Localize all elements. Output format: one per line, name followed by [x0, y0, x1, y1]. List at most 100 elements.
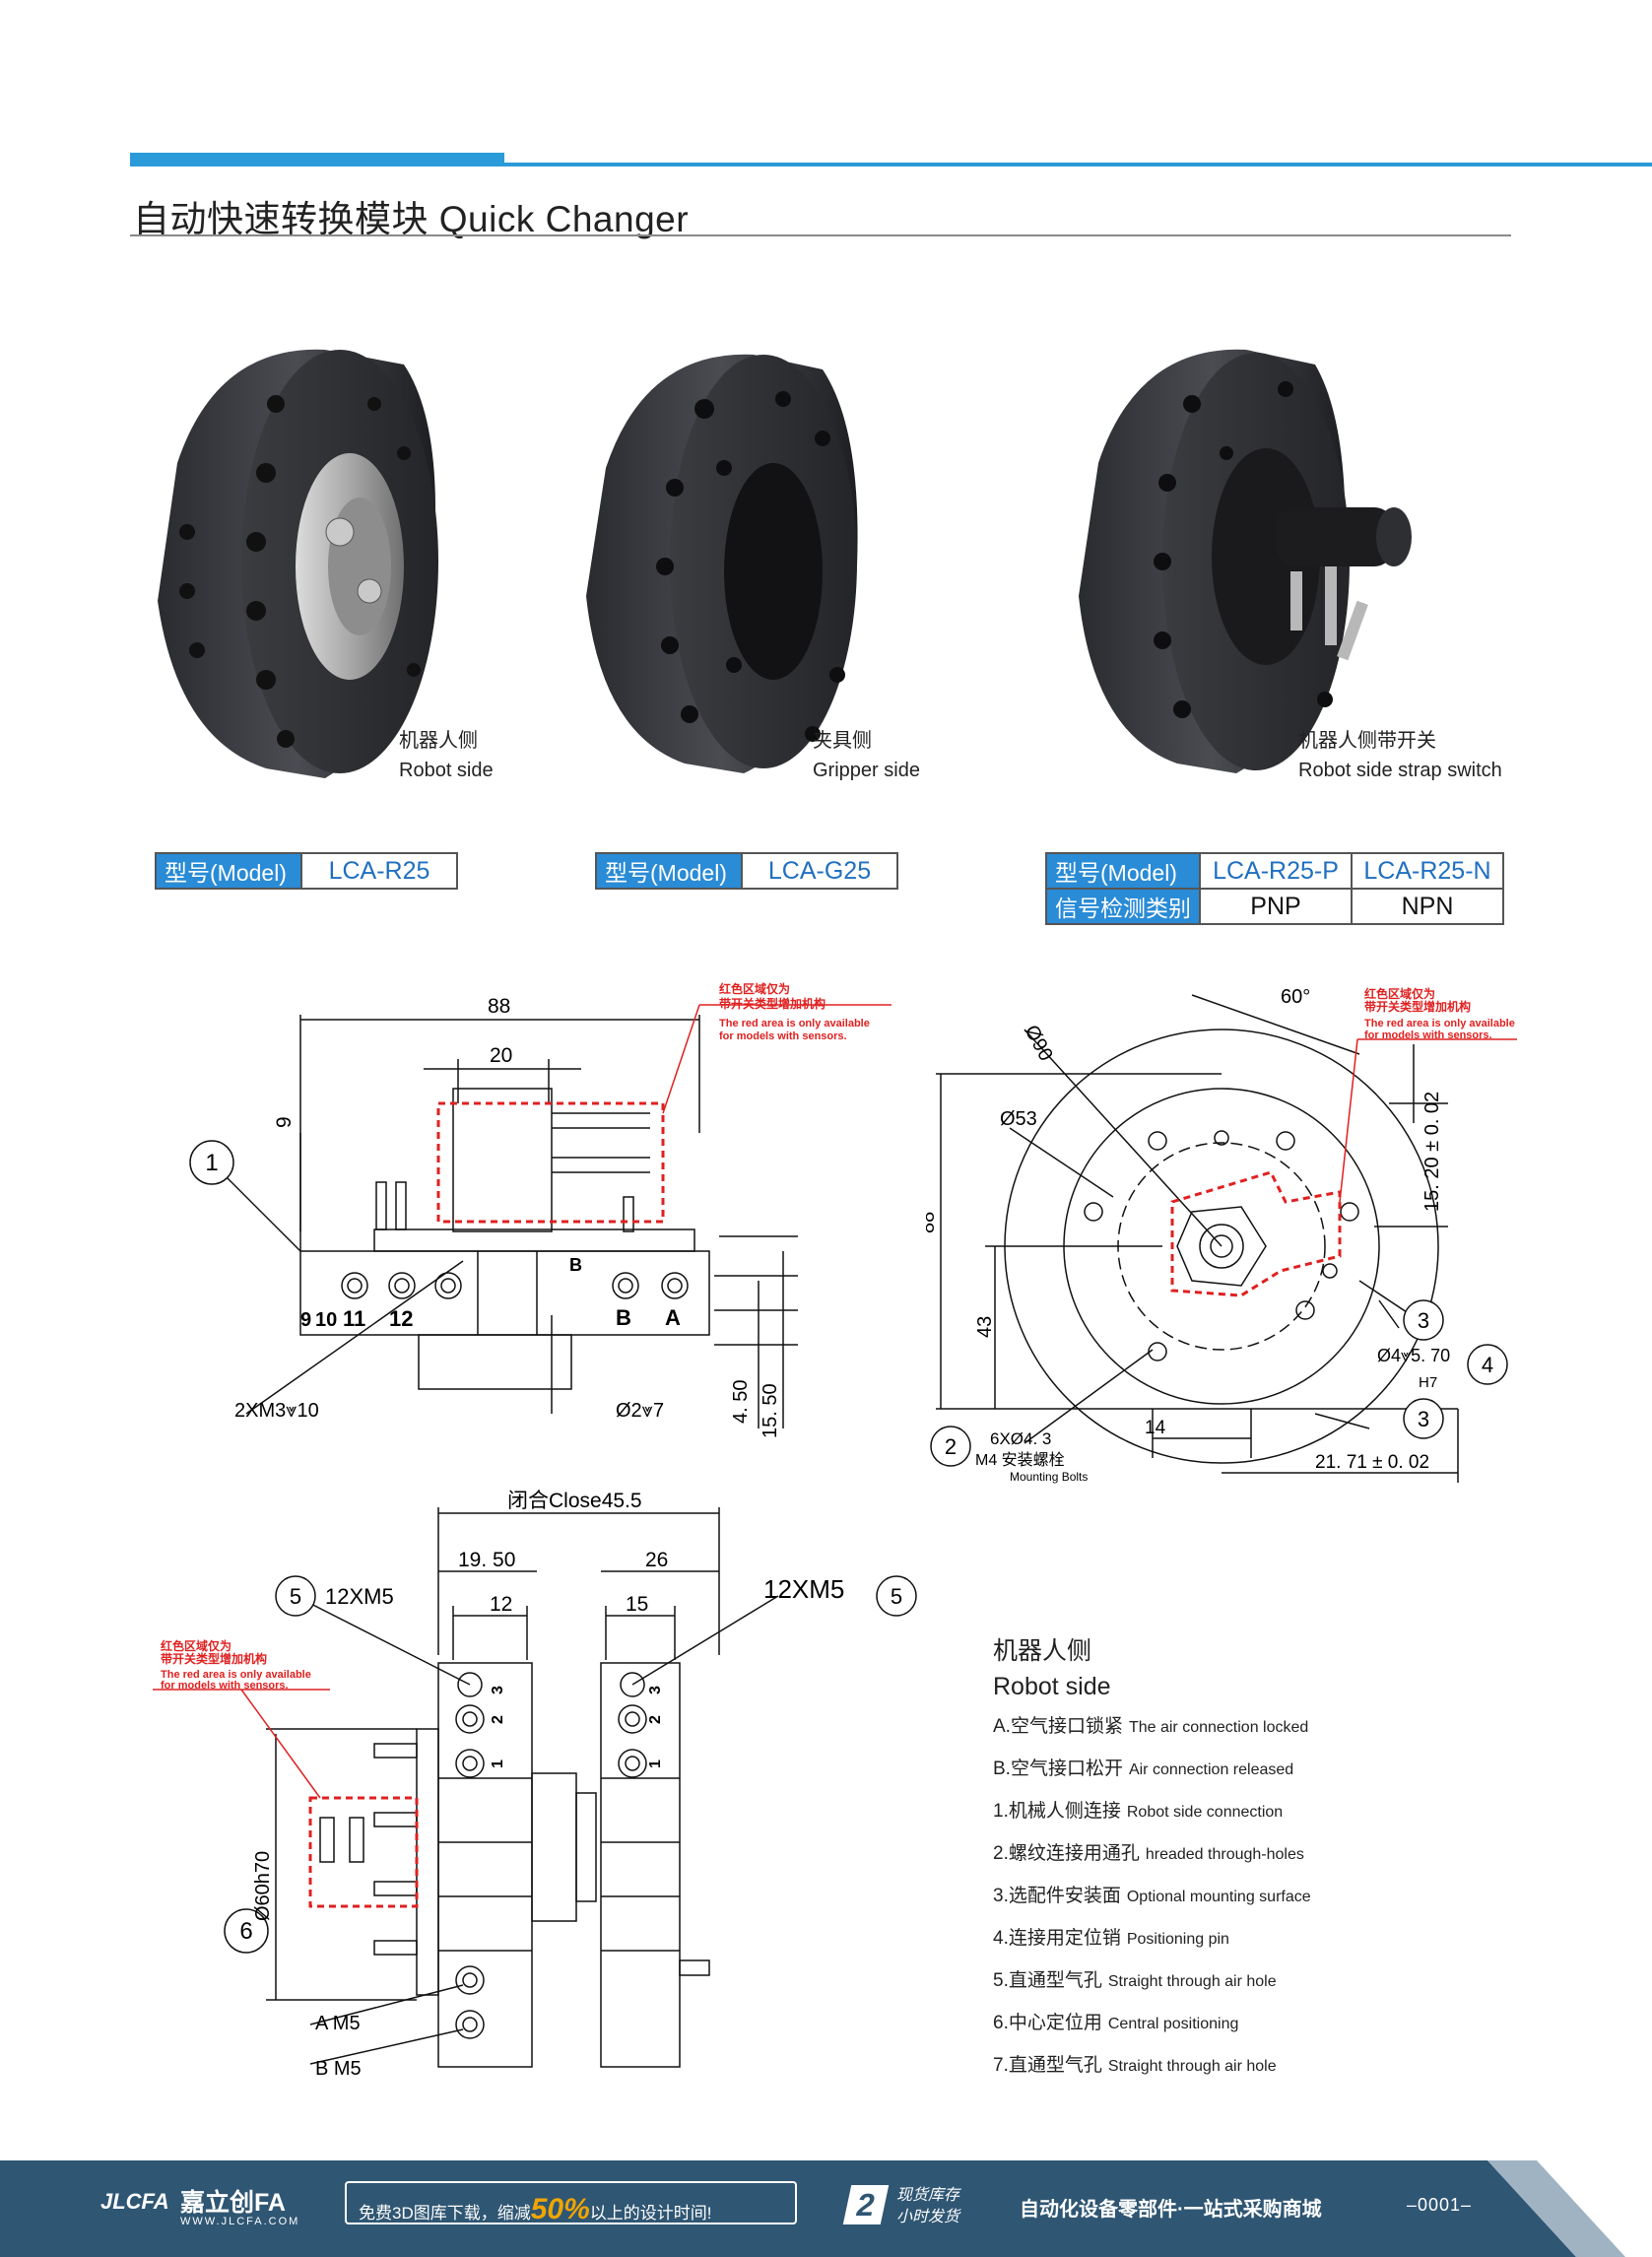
- front-view-drawing: 闭合Close45.5 19. 50 26 12 15 12XM5 12XM5 …: [153, 1490, 917, 2080]
- footer-url: WWW.JLCFA.COM: [180, 2216, 300, 2227]
- port-3: 3: [490, 1686, 506, 1694]
- model-table-r25-switch: 型号(Model) LCA-R25-P LCA-R25-N 信号检测类别 PNP…: [1045, 852, 1504, 925]
- header-accent-bar: [130, 153, 1652, 166]
- dim-9: 9: [273, 1116, 296, 1128]
- callout-3b: 3: [1418, 1407, 1429, 1431]
- signal-value-pnp: PNP: [1199, 888, 1353, 925]
- gripper-side-caption-cn: 夹具侧: [813, 730, 872, 752]
- red-note-en-1: The red area is only available: [161, 1669, 311, 1681]
- dim-20: 20: [490, 1044, 512, 1067]
- robot-switch-caption-cn: 机器人侧带开关: [1298, 730, 1436, 752]
- dim-h7: H7: [1419, 1374, 1437, 1391]
- page-number: –0001–: [1407, 2195, 1473, 2215]
- dim-14: 14: [1145, 1418, 1166, 1438]
- port-12: 12: [389, 1306, 413, 1331]
- dim-phi4: Ø4⩔5. 70: [1377, 1346, 1450, 1365]
- label-a-m5: A M5: [315, 2013, 361, 2034]
- dim-450: 4. 50: [730, 1380, 752, 1424]
- bolt-name-en: Mounting Bolts: [1010, 1470, 1088, 1484]
- model-table-g25: 型号(Model) LCA-G25: [595, 852, 898, 890]
- gripper-side-caption-en: Gripper side: [813, 760, 920, 781]
- model-value: LCA-R25: [300, 852, 458, 890]
- dim-60: 60°: [1281, 986, 1310, 1008]
- dim-phi60: Ø60h70: [252, 1851, 274, 1921]
- dim-1550: 15. 50: [760, 1383, 781, 1438]
- stock-line-2: 小时发货: [896, 2209, 960, 2225]
- signal-value-npn: NPN: [1351, 888, 1504, 925]
- dim-26: 26: [645, 1549, 668, 1571]
- title-divider: [130, 234, 1511, 236]
- description-title-cn: 机器人侧: [993, 1637, 1092, 1665]
- model-table-r25: 型号(Model) LCA-R25: [155, 852, 458, 890]
- callout-5-left: 5: [290, 1584, 301, 1609]
- callout-5-right: 5: [891, 1584, 902, 1609]
- label-b-m5: B M5: [315, 2058, 362, 2080]
- dim-88-vertical: 88: [926, 1212, 939, 1233]
- label-2xm3: 2XM3⩔10: [234, 1400, 319, 1422]
- callout-3: 3: [1418, 1308, 1429, 1333]
- stock-line-1: 现货库存: [896, 2187, 960, 2204]
- description-title-en: Robot side: [993, 1673, 1111, 1700]
- bolt-name-cn: M4 安装螺栓: [975, 1451, 1065, 1469]
- dim-88: 88: [488, 995, 510, 1018]
- callout-1: 1: [205, 1150, 218, 1176]
- signal-label: 信号检测类别: [1045, 888, 1201, 925]
- robot-side-caption-en: Robot side: [399, 760, 494, 781]
- dim-2171: 21. 71 ± 0. 02: [1315, 1452, 1429, 1473]
- port-9: 9: [300, 1309, 311, 1331]
- red-note-cn-1: 红色区域仅为: [161, 1638, 231, 1653]
- dim-15: 15: [626, 1593, 648, 1616]
- promo-percent: 50%: [530, 2193, 590, 2225]
- model-value-p: LCA-R25-P: [1199, 852, 1353, 890]
- model-value-n: LCA-R25-N: [1351, 852, 1504, 890]
- port-1: 1: [490, 1759, 506, 1768]
- dim-phi53: Ø53: [1000, 1108, 1037, 1130]
- callout-6: 6: [239, 1918, 252, 1945]
- port-10: 10: [315, 1309, 337, 1331]
- model-label: 型号(Model): [155, 852, 302, 890]
- dim-close: 闭合Close45.5: [507, 1490, 642, 1512]
- red-note-en-2: for models with sensors.: [719, 1030, 847, 1042]
- port-3-right: 3: [647, 1686, 664, 1694]
- port-2-right: 2: [647, 1715, 664, 1724]
- robot-side-photo: [158, 349, 438, 778]
- top-view-drawing: Ø90 60° Ø53 88 43 15. 20 ± 0. 02 Ø4⩔5. 7…: [926, 986, 1517, 1484]
- port-2: 2: [490, 1715, 506, 1724]
- red-note-cn-2: 带开关类型增加机构: [161, 1651, 267, 1666]
- model-label: 型号(Model): [595, 852, 743, 890]
- page-title: 自动快速转换模块 Quick Changer: [133, 199, 690, 239]
- footer-brand: 嘉立创FA: [180, 2189, 286, 2217]
- footer-logo: JLCFA: [100, 2189, 169, 2214]
- dim-43: 43: [974, 1316, 996, 1338]
- bolt-spec: 6XØ4. 3: [990, 1429, 1051, 1448]
- red-note-en-2: for models with sensors.: [1364, 1029, 1492, 1041]
- port-b-label: B: [569, 1255, 582, 1275]
- port-1-right: 1: [647, 1759, 664, 1768]
- model-value: LCA-G25: [741, 852, 898, 890]
- footer-bar: [0, 2160, 1625, 2257]
- red-note-cn-1: 红色区域仅为: [1364, 986, 1435, 1001]
- label-12xm5-right: 12XM5: [763, 1574, 844, 1604]
- label-phi2: Ø2⩔7: [616, 1400, 664, 1422]
- port-a-label: A: [665, 1305, 681, 1330]
- promo-text-post: 以上的设计时间!: [589, 2204, 712, 2223]
- dim-1950: 19. 50: [458, 1549, 515, 1571]
- port-b-label-2: B: [616, 1305, 631, 1330]
- red-note-cn-2: 带开关类型增加机构: [1364, 999, 1471, 1014]
- robot-side-caption-cn: 机器人侧: [399, 730, 478, 752]
- dim-1520: 15. 20 ± 0. 02: [1421, 1092, 1443, 1212]
- red-note-en-2: for models with sensors.: [161, 1680, 289, 1692]
- red-note-cn-2: 带开关类型增加机构: [719, 996, 826, 1011]
- promo-text-pre: 免费3D图库下载，缩减: [359, 2204, 531, 2223]
- gripper-side-photo: [586, 354, 858, 773]
- port-11: 11: [343, 1306, 365, 1331]
- model-label: 型号(Model): [1045, 852, 1201, 890]
